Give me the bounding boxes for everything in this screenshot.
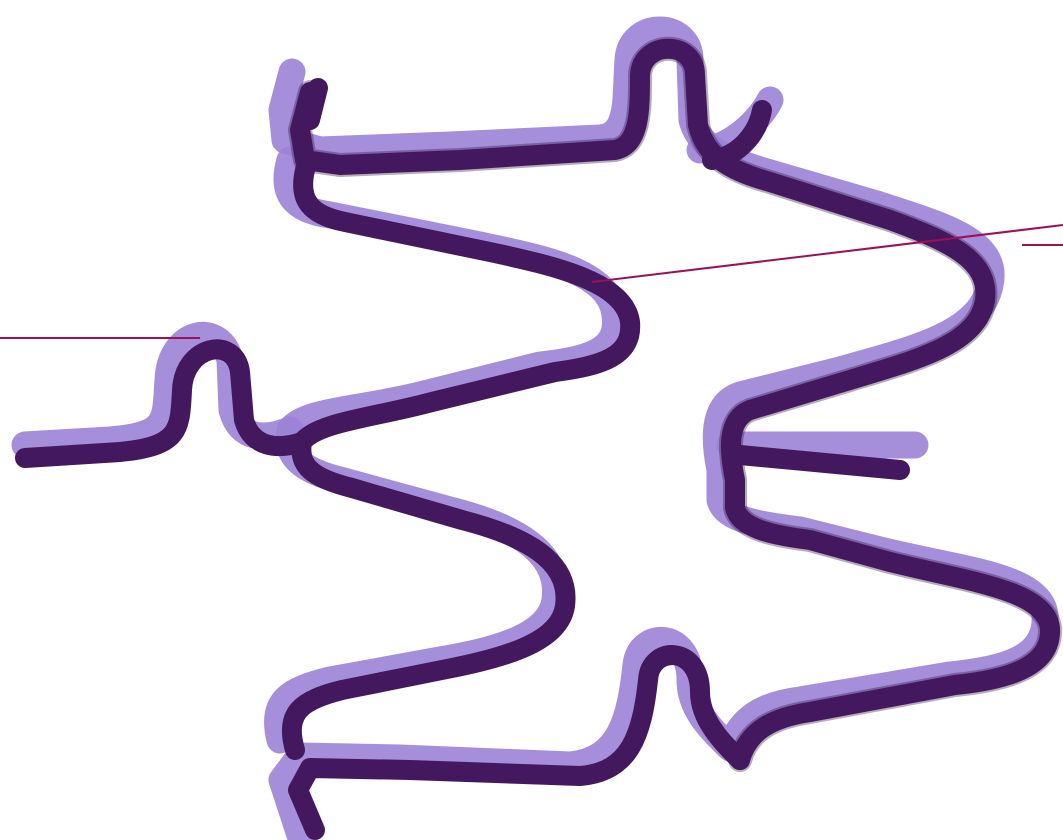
inner-zigzag xyxy=(292,170,630,750)
pointer-lines xyxy=(0,225,1063,338)
top-start-hook xyxy=(310,88,318,120)
